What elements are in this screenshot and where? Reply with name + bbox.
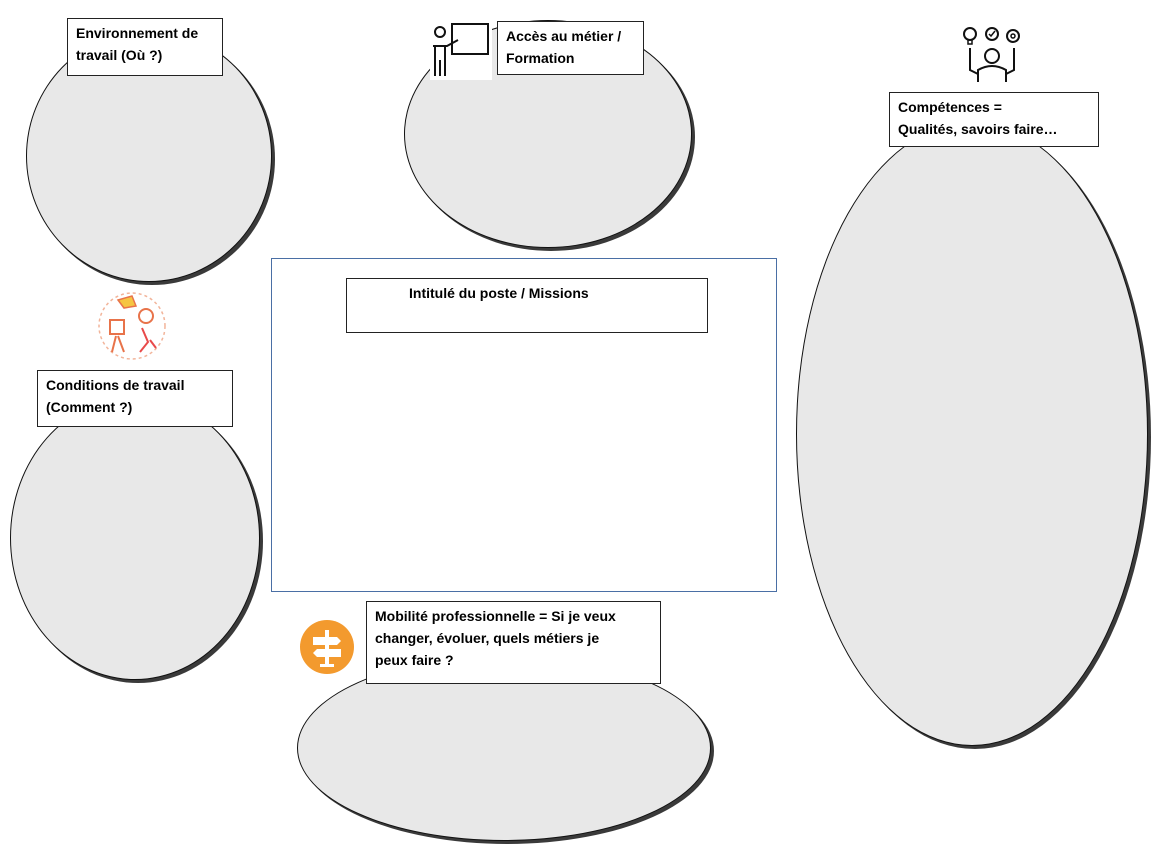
conditions-ellipse (10, 396, 260, 680)
intitule-line-1: Intitulé du poste / Missions (409, 285, 589, 301)
intitule-label: Intitulé du poste / Missions (346, 278, 708, 333)
competences-line-1: Compétences = (898, 99, 1002, 115)
environnement-line-2: travail (Où ?) (76, 47, 163, 63)
competences-label: Compétences = Qualités, savoirs faire… (889, 92, 1099, 147)
competences-line-2: Qualités, savoirs faire… (898, 121, 1058, 137)
skills-person-icon (960, 24, 1024, 84)
work-conditions-icon (96, 290, 168, 362)
signpost-icon (300, 620, 354, 674)
environnement-label: Environnement de travail (Où ?) (67, 18, 223, 76)
acces-line-2: Formation (506, 50, 575, 66)
teacher-board-icon (430, 20, 492, 80)
conditions-line-2: (Comment ?) (46, 399, 133, 415)
environnement-line-1: Environnement de (76, 25, 199, 41)
mobilite-line-3: peux faire ? (375, 652, 454, 668)
acces-label: Accès au métier / Formation (497, 21, 644, 75)
mobilite-line-2: changer, évoluer, quels métiers je (375, 630, 600, 646)
conditions-label: Conditions de travail (Comment ?) (37, 370, 233, 427)
acces-line-1: Accès au métier / (506, 28, 622, 44)
mobilite-line-1: Mobilité professionnelle = Si je veux (375, 608, 616, 624)
competences-ellipse (796, 122, 1148, 746)
mobilite-ellipse (297, 655, 711, 841)
conditions-line-1: Conditions de travail (46, 377, 185, 393)
mobilite-label: Mobilité professionnelle = Si je veux ch… (366, 601, 661, 684)
